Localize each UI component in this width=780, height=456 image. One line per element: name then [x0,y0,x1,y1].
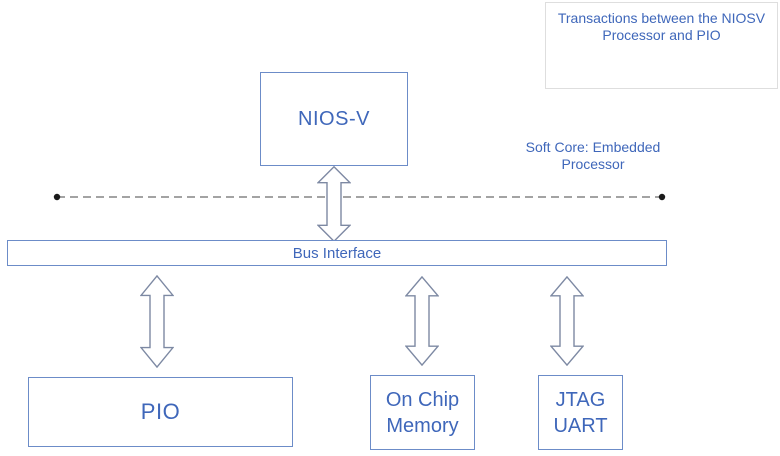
soft-core-label-line2: Processor [561,156,625,172]
title-note-line2: Processor and PIO [602,27,721,43]
node-jtag-uart: JTAG UART [538,375,623,450]
node-onchip-memory-line2: Memory [386,414,459,437]
node-jtag-uart-line2: UART [553,414,608,437]
double-arrow-bus-pio-icon [140,275,174,368]
node-pio-label: PIO [140,399,181,424]
node-pio: PIO [28,377,293,447]
node-onchip-memory: On Chip Memory [370,375,475,450]
title-note-line1: Transactions between the NIOSV [557,10,766,26]
double-arrow-niosv-bus-icon [317,166,351,242]
soft-core-label-line1: Soft Core: Embedded [525,139,661,155]
right-endpoint-dot-icon [658,193,666,201]
node-onchip-memory-line1: On Chip [385,388,460,411]
soft-core-label: Soft Core: Embedded Processor [498,139,688,173]
node-bus-interface-label: Bus Interface [292,244,382,262]
double-arrow-bus-onchip-icon [405,276,439,366]
left-endpoint-dot-icon [53,193,61,201]
double-arrow-bus-jtag-icon [550,276,584,366]
node-niosv-label: NIOS-V [298,107,370,130]
node-jtag-uart-line1: JTAG [555,388,606,411]
title-note: Transactions between the NIOSV Processor… [545,2,778,89]
node-bus-interface: Bus Interface [7,240,667,266]
node-niosv: NIOS-V [260,72,408,166]
